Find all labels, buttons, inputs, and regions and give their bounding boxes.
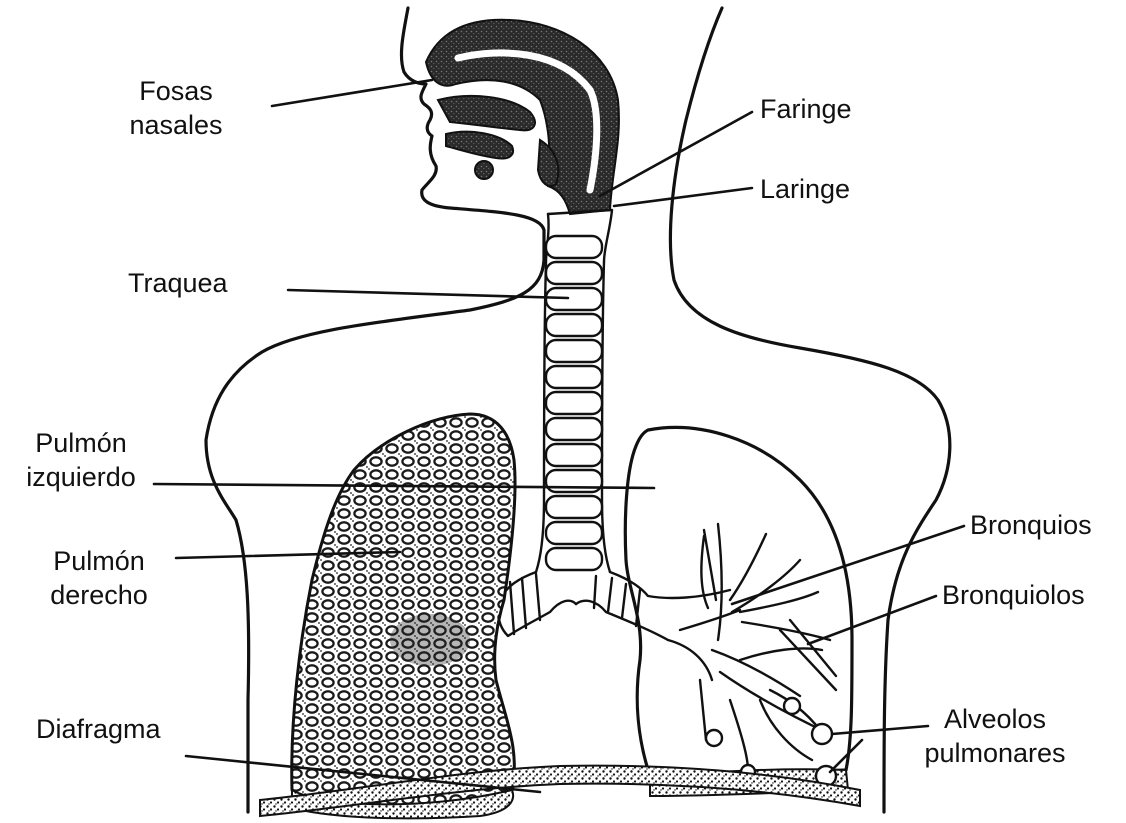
right-lung [292, 414, 515, 818]
tracheal-ring [546, 314, 602, 336]
label-pulmon-der-line2: derecho [36, 578, 162, 612]
leader-bronquiolos [808, 596, 936, 644]
tracheal-ring [546, 548, 602, 570]
label-alveolos: Alveolos pulmonares [910, 702, 1080, 770]
label-alveolos-line2: pulmonares [910, 736, 1080, 770]
label-fosas-line1: Fosas [118, 74, 234, 108]
label-diafragma: Diafragma [36, 712, 161, 746]
label-alveolos-line1: Alveolos [910, 702, 1080, 736]
label-pulmon-izq-line2: izquierdo [6, 460, 156, 494]
tracheal-rings [546, 236, 602, 570]
label-bronquios: Bronquios [970, 508, 1092, 542]
tracheal-ring [546, 366, 602, 388]
leader-fosas [272, 80, 432, 106]
label-pulmon-der-line1: Pulmón [36, 544, 162, 578]
label-pulmon-derecho: Pulmón derecho [36, 544, 162, 612]
tracheal-ring [546, 522, 602, 544]
trachea [536, 210, 612, 572]
label-traquea: Traquea [128, 266, 228, 300]
label-laringe: Laringe [760, 172, 850, 206]
nasal-cavity [426, 20, 619, 214]
leader-faringe [600, 112, 752, 196]
tracheal-ring [546, 288, 602, 310]
tracheal-ring [546, 340, 602, 362]
left-lung [625, 427, 852, 796]
bronchiole-tree [668, 524, 836, 770]
tracheal-ring [546, 418, 602, 440]
label-faringe: Faringe [760, 92, 852, 126]
label-pulmon-izquierdo: Pulmón izquierdo [6, 426, 156, 494]
tracheal-ring [546, 496, 602, 518]
label-fosas-nasales: Fosas nasales [118, 74, 234, 142]
tracheal-ring [546, 236, 602, 258]
label-bronquiolos: Bronquiolos [942, 578, 1085, 612]
label-pulmon-izq-line1: Pulmón [6, 426, 156, 460]
label-fosas-line2: nasales [118, 108, 234, 142]
tracheal-ring [546, 392, 602, 414]
tracheal-ring [546, 262, 602, 284]
tracheal-ring [546, 444, 602, 466]
bronchi [498, 572, 730, 640]
leader-laringe [614, 188, 752, 206]
